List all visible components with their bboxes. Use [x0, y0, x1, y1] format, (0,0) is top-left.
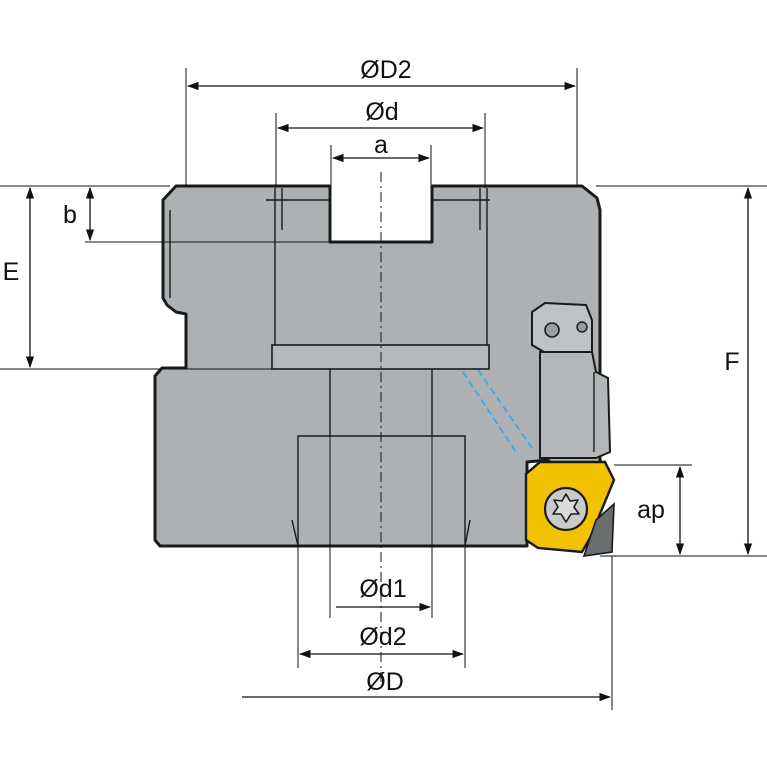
insert-cutting-edge — [582, 502, 615, 557]
counterbore-edge-left — [291, 519, 299, 547]
label-D2: ØD2 — [360, 56, 411, 84]
label-ap: ap — [637, 496, 665, 524]
label-b: b — [63, 201, 77, 229]
insert-seat — [539, 351, 612, 459]
counterbore-edge-right — [464, 519, 471, 547]
coolant-line-2 — [477, 369, 533, 449]
label-d1: Ød1 — [359, 575, 406, 603]
label-d2: Ød2 — [359, 623, 406, 651]
label-E: E — [3, 258, 20, 286]
label-D: ØD — [366, 668, 404, 696]
label-F: F — [724, 348, 739, 376]
wedge-hole-icon — [576, 321, 588, 333]
torx-icon — [552, 493, 580, 523]
label-d: Ød — [365, 98, 398, 126]
coolant-line-1 — [462, 371, 519, 456]
label-a: a — [374, 131, 388, 159]
insert-wedge — [531, 301, 593, 353]
wedge-screw-icon — [544, 322, 560, 338]
